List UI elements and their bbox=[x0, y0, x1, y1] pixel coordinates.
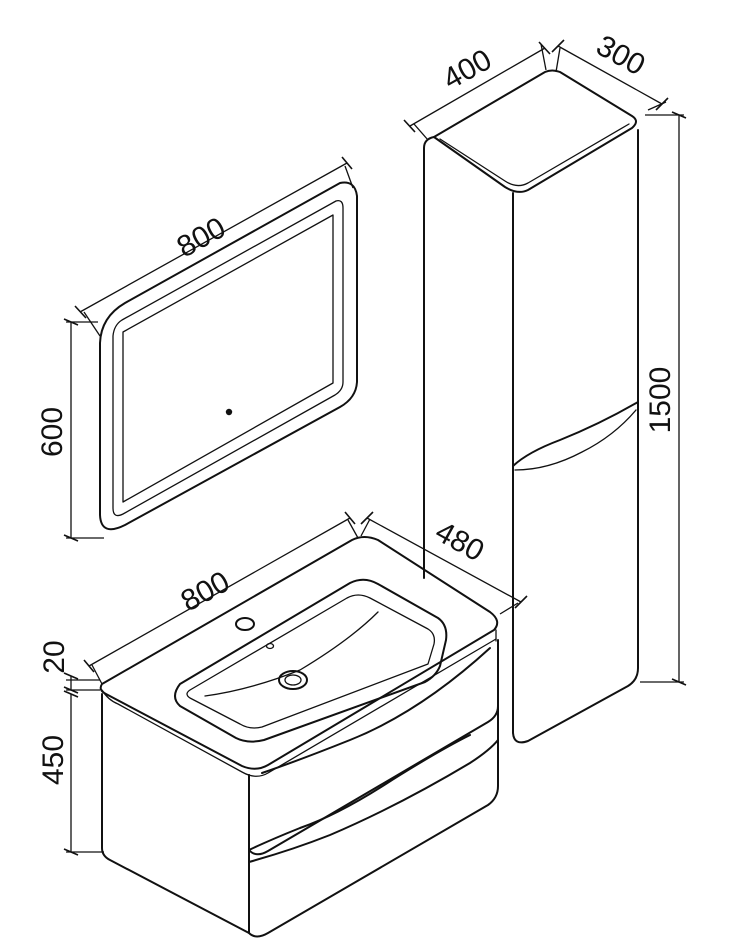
column-height-label: 1500 bbox=[644, 367, 677, 434]
mirror-inner-frame bbox=[112, 200, 344, 517]
led-mirror bbox=[99, 181, 358, 531]
mirror-height-label: 600 bbox=[36, 407, 69, 457]
worktop-top-surface bbox=[99, 536, 499, 770]
top-drawer-handle-curve bbox=[248, 734, 471, 851]
tap-hole bbox=[235, 617, 255, 631]
mirror-outer-frame bbox=[99, 181, 358, 531]
cabinet-height-label: 450 bbox=[37, 735, 70, 785]
cabinet-left-side bbox=[101, 693, 250, 934]
column-top-edge bbox=[439, 123, 630, 187]
column-top bbox=[433, 69, 637, 193]
cabinet-width-label: 800 bbox=[176, 565, 236, 618]
cabinet-depth-dimension: 480 bbox=[360, 511, 528, 615]
mirror-touch-sensor bbox=[225, 408, 233, 416]
basin-bowl-contour bbox=[204, 611, 379, 697]
cabinet-top-drawer bbox=[248, 705, 499, 856]
vanity-unit bbox=[99, 536, 499, 938]
column-width-label: 400 bbox=[438, 43, 498, 96]
mirror-light-strip bbox=[122, 214, 334, 503]
column-height-dimension: 1500 bbox=[640, 101, 687, 686]
column-depth-dimension: 300 bbox=[551, 29, 669, 111]
cabinet-width-dimension: 800 bbox=[83, 511, 359, 685]
column-handle-curve bbox=[514, 409, 637, 471]
basin-rim bbox=[174, 578, 448, 743]
column-width-dimension: 400 bbox=[403, 41, 551, 141]
worktop-front-edge bbox=[101, 638, 497, 777]
cabinet-height-dimension: 450 bbox=[37, 690, 104, 856]
lower-drawer-edge bbox=[248, 739, 499, 863]
column-front-door bbox=[512, 129, 639, 744]
cabinet-front-right bbox=[248, 639, 499, 938]
tall-column-cabinet bbox=[423, 69, 639, 744]
worktop-underside-curve bbox=[261, 647, 491, 774]
overflow-hole bbox=[265, 642, 275, 650]
mirror-height-dimension: 600 bbox=[36, 318, 104, 542]
worktop-thickness-dimension: 20 bbox=[38, 640, 100, 694]
column-door-split bbox=[512, 401, 639, 467]
basin-bowl-inner bbox=[186, 594, 436, 729]
column-depth-label: 300 bbox=[591, 29, 651, 82]
worktop-thickness-label: 20 bbox=[38, 640, 71, 673]
column-left-side bbox=[423, 136, 435, 579]
basin-drain-inner bbox=[284, 674, 302, 686]
basin-drain bbox=[278, 670, 308, 690]
cabinet-depth-label: 480 bbox=[430, 515, 490, 568]
